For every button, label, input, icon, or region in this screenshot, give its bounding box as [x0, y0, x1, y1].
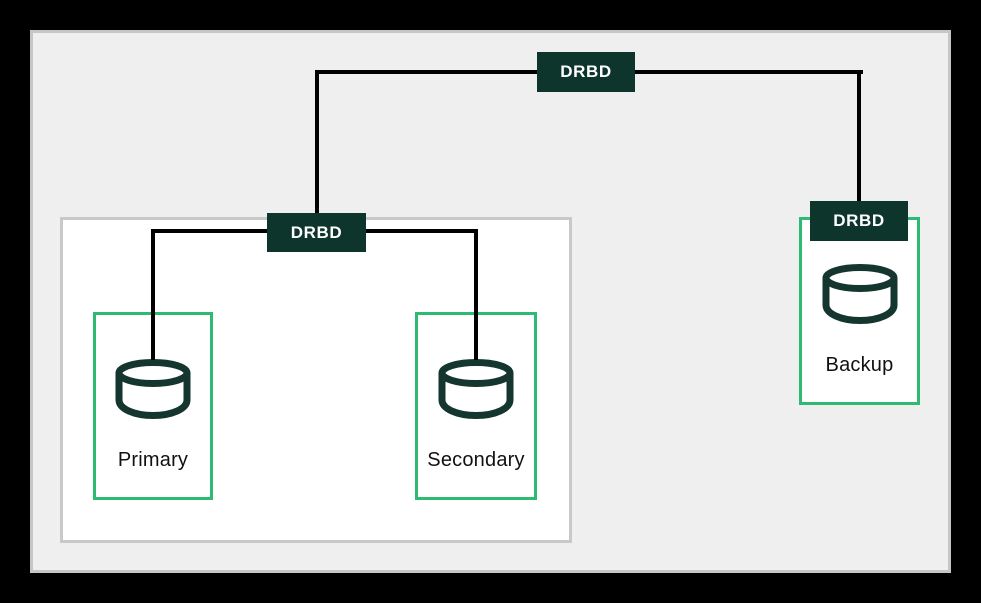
connector-top-left-vertical [315, 70, 319, 217]
connector-top-right-vertical [857, 70, 861, 203]
drbd-box-top-label: DRBD [560, 62, 612, 81]
database-icon [437, 359, 515, 423]
drbd-box-cluster-label: DRBD [290, 222, 343, 242]
node-label-secondary: Secondary [427, 449, 525, 471]
drbd-box-top: DRBD [537, 52, 635, 92]
connector-cluster-right-vertical [474, 229, 478, 360]
drbd-box-backup: DRBD [810, 201, 908, 241]
node-label-backup: Backup [825, 354, 894, 376]
connector-cluster-left-horizontal [151, 229, 269, 233]
drbd-box-cluster: DRBD [267, 213, 366, 252]
node-label-primary: Primary [117, 449, 189, 471]
database-icon [114, 359, 192, 423]
connector-cluster-left-vertical [151, 229, 155, 360]
connector-cluster-right-horizontal [364, 229, 476, 233]
node-backup: Backup [799, 217, 920, 405]
drbd-box-backup-label: DRBD [833, 211, 885, 230]
database-icon [821, 264, 899, 328]
